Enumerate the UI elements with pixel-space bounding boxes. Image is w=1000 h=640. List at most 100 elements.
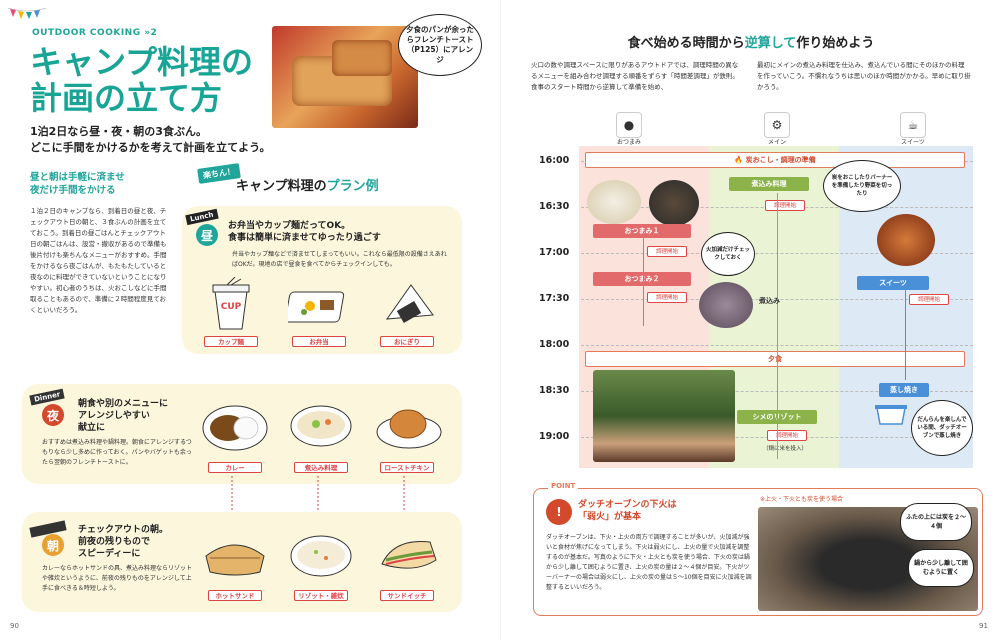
dinner-kanji: 夜 [42,404,64,426]
sweets-line [905,290,906,380]
left-page: OUTDOOR COOKING »2 キャンプ料理の 計画の立て方 1泊2日なら… [8,7,482,630]
camp-dinner-photo [593,370,735,462]
bunting-decoration [8,7,46,19]
coal-top-bubble: ふたの上には炭を２～４個 [900,503,972,541]
dinner-text: おすすめは煮込み料理や鍋料理。朝食にアレンジするつもりなら少し多めに作っておく。… [42,439,192,466]
lunch-panel: Lunch 昼 お弁当やカップ麺だってOK。 食事は簡単に済ませてゆったり過ごす… [182,206,462,354]
otsumami-line [643,232,644,326]
morning-panel: 朝 チェックアウトの朝。 前夜の残りもので スピーディーに カレーならホットサン… [22,512,462,612]
dinner-panel: Dinner 夜 朝食や別のメニューに アレンジしやすい 献立に おすすめは煮込… [22,384,462,484]
curry-label: カレー [208,462,262,473]
otsumami1-bar: おつまみ１ [593,224,691,238]
page-number-left: 90 [10,622,19,630]
sandwich-illustration [372,528,446,582]
fire-prep-bar: 🔥 炭おこし・調理の準備 [585,152,965,168]
title-line-2: 計画の立て方 [30,79,223,117]
french-toast-bubble: 夕食のパンが余ったらフレンチトースト（P125）にアレンジ [398,14,482,76]
onigiri-label: おにぎり [380,336,434,347]
subhead: 昼と朝は手軽に済ませ 夜だけ手間をかける [30,171,125,197]
warning-icon: ! [546,499,572,525]
lead-line-2: どこに手間をかけるかを考えて計画を立てよう。 [30,141,271,154]
main-line [777,193,778,459]
timeline-desc-right: 最初にメインの煮込み料理を仕込み、煮込んでいる間にそのほかの料理を作っていこう。… [757,61,971,91]
morning-text: カレーならホットサンドの具、煮込み料理ならリゾットや雑炊というように、前夜の残り… [42,565,193,592]
fork-knife-icon: ⚙ [764,112,790,138]
otsumami-icon: ● [616,112,642,138]
cup-noodle-illustration: CUP [206,276,256,332]
nikomi-bar: 煮込み料理 [729,177,809,191]
start-badge: 調理開始 [647,292,687,303]
time-1900: 19:00 [539,431,570,442]
sweets-bar: スイーツ [857,276,929,290]
risotto-illustration [284,528,358,582]
morning-title: チェックアウトの朝。 前夜の残りもので スピーディーに [78,525,169,559]
risotto-label: リゾット・雑炊 [294,590,348,601]
heat-check-bubble: 火加減だけチェックしておく [701,232,755,276]
coal-side-bubble: 鍋から少し離して囲むように置く [908,549,974,587]
raku-badge: 楽ちん！ [197,163,241,184]
point-box: POINT ! ダッチオーブンの下火は 「弱火」が基本 ダッチオーブンは、下火・… [533,482,983,616]
timeline-desc-left: 火口の数や調理スペースに限りがあるアウトドアでは、調理時間の異なるメニューを組み… [531,61,739,91]
otsumami2-bar: おつまみ２ [593,272,691,286]
column-header-otsumami: ● おつまみ [609,112,649,148]
lead-text: 1泊2日なら昼・夜・朝の3食ぶん。 どこに手間をかけるかを考えて計画を立てよう。 [30,124,270,156]
dutch-oven-bubble: だんらんを楽しんでいる間、ダッチオーブンで蒸し焼き [911,400,973,456]
time-1700: 17:00 [539,247,570,258]
dinner-title: 朝食や別のメニューに アレンジしやすい 献立に [78,399,169,433]
stew-pot-photo [699,282,753,328]
title-line-1: キャンプ料理の [30,43,254,81]
time-1800: 18:00 [539,339,570,350]
roast-chicken-label: ローストチキン [380,462,434,473]
subhead-line-2: 夜だけ手間をかける [30,185,116,196]
lunch-title: お弁当やカップ麺だってOK。 食事は簡単に済ませてゆったり過ごす [228,221,381,243]
svg-text:CUP: CUP [221,302,242,312]
dinner-tag: Dinner [29,388,66,406]
time-1730: 17:30 [539,293,570,304]
lunch-tag: Lunch [185,208,219,226]
rice-note: （鍋に米を投入） [763,446,808,452]
photo-caption: ※上火・下火とも炭を使う場合 [760,496,844,503]
subhead-line-1: 昼と朝は手軽に済ませ [30,172,125,183]
point-text: ダッチオーブンは、下火・上火の両方で調理することが多いが、火加減が強いと食材が焦… [546,534,752,591]
fire-icon: 🔥 [734,156,744,164]
stew-label: 煮込み料理 [294,462,348,473]
appetizer-photo-1 [587,180,641,224]
point-label: POINT [548,482,579,490]
dessert-photo [877,214,935,266]
bento-label: お弁当 [292,336,346,347]
page-title: キャンプ料理の 計画の立て方 [30,44,253,116]
curry-illustration [198,398,272,454]
dutch-oven-icon [875,405,907,425]
page-number-right: 91 [979,622,988,630]
onigiri-illustration [380,278,440,330]
fire-prep-bubble: 炭をおこしたりバーナーを準備したり野菜を切ったり [823,160,901,212]
lunch-kanji: 昼 [196,224,218,246]
column-header-sweets: ☕ スイーツ [893,112,933,148]
french-toast-photo [272,26,418,128]
appetizer-photo-2 [649,180,699,226]
yakisweets-bar: 蒸し焼き [879,383,929,397]
start-badge: 調理開始 [909,294,949,305]
body-text: １泊２日のキャンプなら、到着日の昼と夜、チェックアウト日の朝と、３食ぶんの計画を… [30,207,167,314]
plan-title: キャンプ料理のプラン例 [236,179,379,194]
start-badge: 調理開始 [767,430,807,441]
morning-kanji: 朝 [42,534,64,556]
time-1830: 18:30 [539,385,570,396]
time-1630: 16:30 [539,201,570,212]
right-page: 食べ始める時間から逆算して作り始めよう 火口の数や調理スペースに限りがあるアウト… [500,0,1000,640]
stew-illustration [284,398,358,454]
dinner-bar: 夕食 [585,351,965,367]
point-title: ダッチオーブンの下火は 「弱火」が基本 [578,500,677,522]
hot-sandwich-label: ホットサンド [208,590,262,601]
dessert-icon: ☕ [900,112,926,138]
roast-chicken-illustration [372,398,446,454]
hot-sandwich-illustration [198,528,272,582]
nikomi-label: 煮込み [759,297,780,305]
timeline-title: 食べ始める時間から逆算して作り始めよう [627,36,875,51]
start-badge: 調理開始 [765,200,805,211]
column-header-main: ⚙ メイン [757,112,797,148]
time-1600: 16:00 [539,155,570,166]
bento-illustration [286,280,352,328]
section-kicker: OUTDOOR COOKING »2 [32,28,158,38]
sandwich-label: サンドイッチ [380,590,434,601]
